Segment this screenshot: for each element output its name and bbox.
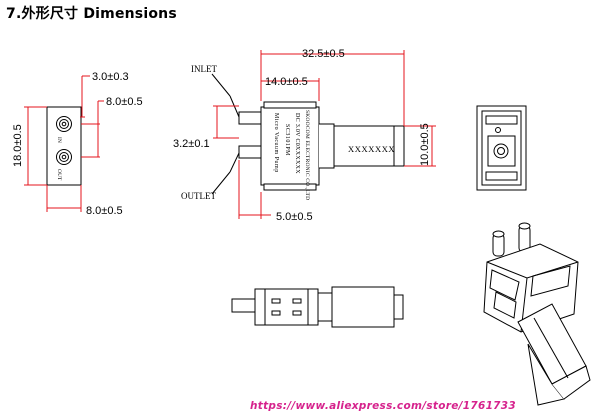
dim-port-pitch: 3.2±0.1 bbox=[173, 138, 210, 150]
motor-shaft-end bbox=[493, 143, 509, 159]
outlet-label: OUTLET bbox=[181, 191, 216, 201]
port-out-label: OUT bbox=[56, 169, 62, 181]
side-view: Micro Vacuum Pump SC3101PM DC 3.0V C0XXX… bbox=[173, 48, 436, 223]
motor-body bbox=[333, 125, 405, 167]
bottom-pump-head bbox=[254, 288, 319, 326]
outlet-nozzle bbox=[238, 145, 262, 159]
outlet-port-outer bbox=[56, 149, 72, 165]
front-view: IN OUT 18.0±0.5 8.0±0.5 3.0±0.3 8.0±0.5 bbox=[12, 71, 143, 217]
dim-total-length: 32.5±0.5 bbox=[302, 48, 345, 60]
body-text-line-1: Micro Vacuum Pump bbox=[273, 113, 279, 173]
inlet-label: INLET bbox=[191, 64, 217, 74]
outlet-port-hole bbox=[61, 154, 67, 160]
dim-port-spacing: 8.0±0.5 bbox=[106, 96, 143, 108]
dim-front-width: 8.0±0.5 bbox=[86, 205, 123, 217]
body-text-line-4: SKOOCOM ELECTRONIC CO.,LTD bbox=[304, 110, 310, 200]
port-in-label: IN bbox=[56, 137, 62, 143]
isometric-view bbox=[483, 222, 591, 406]
inlet-port-outer bbox=[56, 116, 72, 132]
front-view-body bbox=[46, 106, 82, 186]
store-watermark: https://www.aliexpress.com/store/1761733 bbox=[249, 400, 516, 412]
inlet-port-mid bbox=[59, 119, 69, 129]
bottom-view bbox=[231, 286, 404, 328]
body-text-line-2: SC3101PM bbox=[284, 124, 290, 156]
outlet-port-mid bbox=[59, 152, 69, 162]
body-text-line-3: DC 3.0V C0XXXXXX bbox=[294, 113, 300, 174]
dim-port-length: 5.0±0.5 bbox=[276, 211, 313, 223]
dim-motor-height: 10.0±0.5 bbox=[419, 123, 431, 166]
inlet-port-hole bbox=[61, 121, 67, 127]
motor-marking: XXXXXXX bbox=[348, 144, 395, 154]
inlet-nozzle bbox=[238, 111, 262, 125]
page-title: 7.外形尺寸 Dimensions bbox=[6, 6, 177, 22]
bottom-nozzle bbox=[231, 298, 256, 313]
dim-port-diameter: 3.0±0.3 bbox=[92, 71, 129, 83]
dim-head-length: 14.0±0.5 bbox=[265, 76, 308, 88]
bottom-motor bbox=[331, 286, 395, 328]
end-view bbox=[476, 105, 527, 191]
dim-front-height: 18.0±0.5 bbox=[12, 124, 24, 167]
